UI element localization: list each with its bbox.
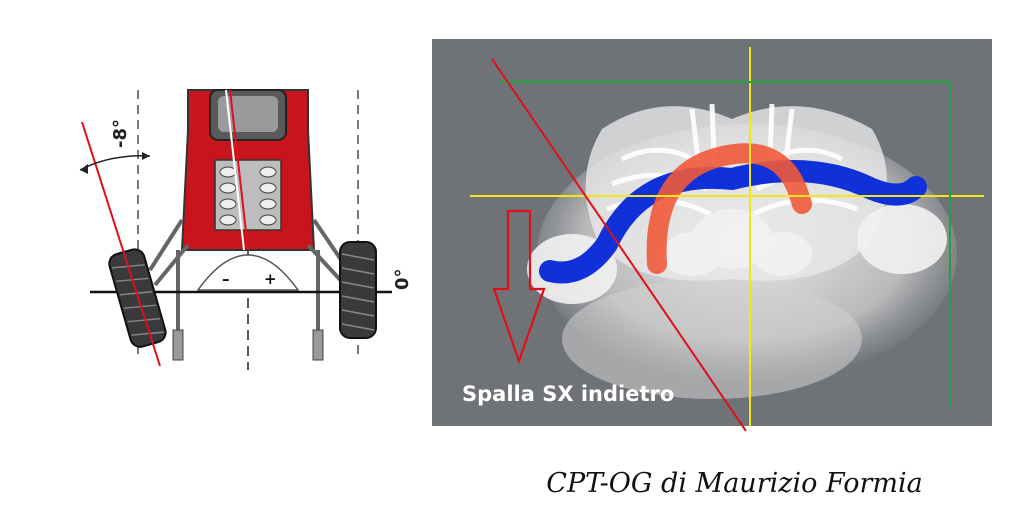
arc-arrowhead-left-icon: [80, 164, 88, 174]
center-tilt-white-line: [225, 89, 245, 251]
plus-sign: +: [264, 270, 277, 288]
red-diagonal-axis: [491, 58, 747, 432]
minus-sign: –: [222, 270, 230, 288]
car-body: [180, 89, 316, 291]
left-upright: [172, 329, 184, 361]
down-arrow-icon: [492, 209, 546, 365]
thorax-scan-diagram: Spalla SX indietro: [432, 39, 992, 432]
right-wheel-straight: [339, 241, 377, 339]
scan-caption: Spalla SX indietro: [462, 382, 674, 406]
camber-car-diagram: -8° 0° – +: [79, 89, 413, 370]
camber-right-label: 0°: [392, 268, 413, 290]
center-tilt-line: [229, 89, 249, 251]
camber-angle-arc: [79, 155, 151, 171]
blue-shoulder-band: [539, 160, 927, 284]
arc-arrowhead-icon: [142, 152, 150, 160]
left-camber-red-line: [81, 121, 161, 367]
orange-band: [646, 143, 812, 274]
camber-left-label: -8°: [110, 119, 131, 148]
right-upright: [312, 329, 324, 361]
author-credit: CPT-OG di Maurizio Formia: [546, 468, 923, 499]
